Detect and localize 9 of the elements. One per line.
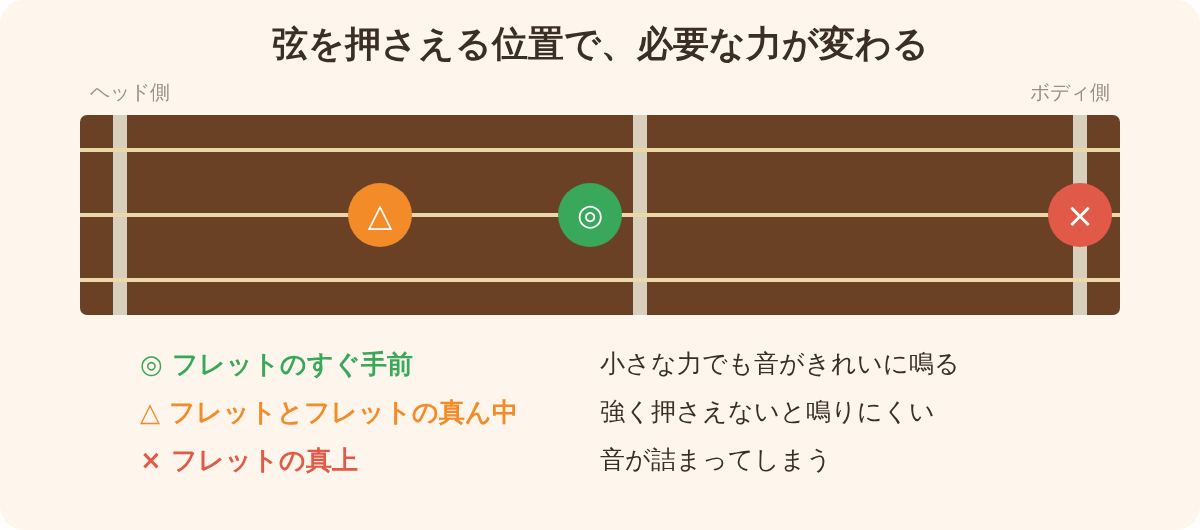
result-description: 小さな力でも音がきれいに鳴る [600,348,960,380]
position-term: × フレットの真上 [140,444,359,477]
title: 弦を押さえる位置で、必要な力が変わる [271,22,929,66]
side-label: ヘッド側 [90,79,170,106]
position-term: ◎ フレットのすぐ手前 [140,348,414,381]
result-description: 音が詰まってしまう [600,444,832,476]
position-term: △ フレットとフレットの真ん中 [140,396,520,429]
result-description: 強く押さえないと鳴りにくい [600,396,935,428]
side-label: ボディ側 [1030,79,1110,106]
